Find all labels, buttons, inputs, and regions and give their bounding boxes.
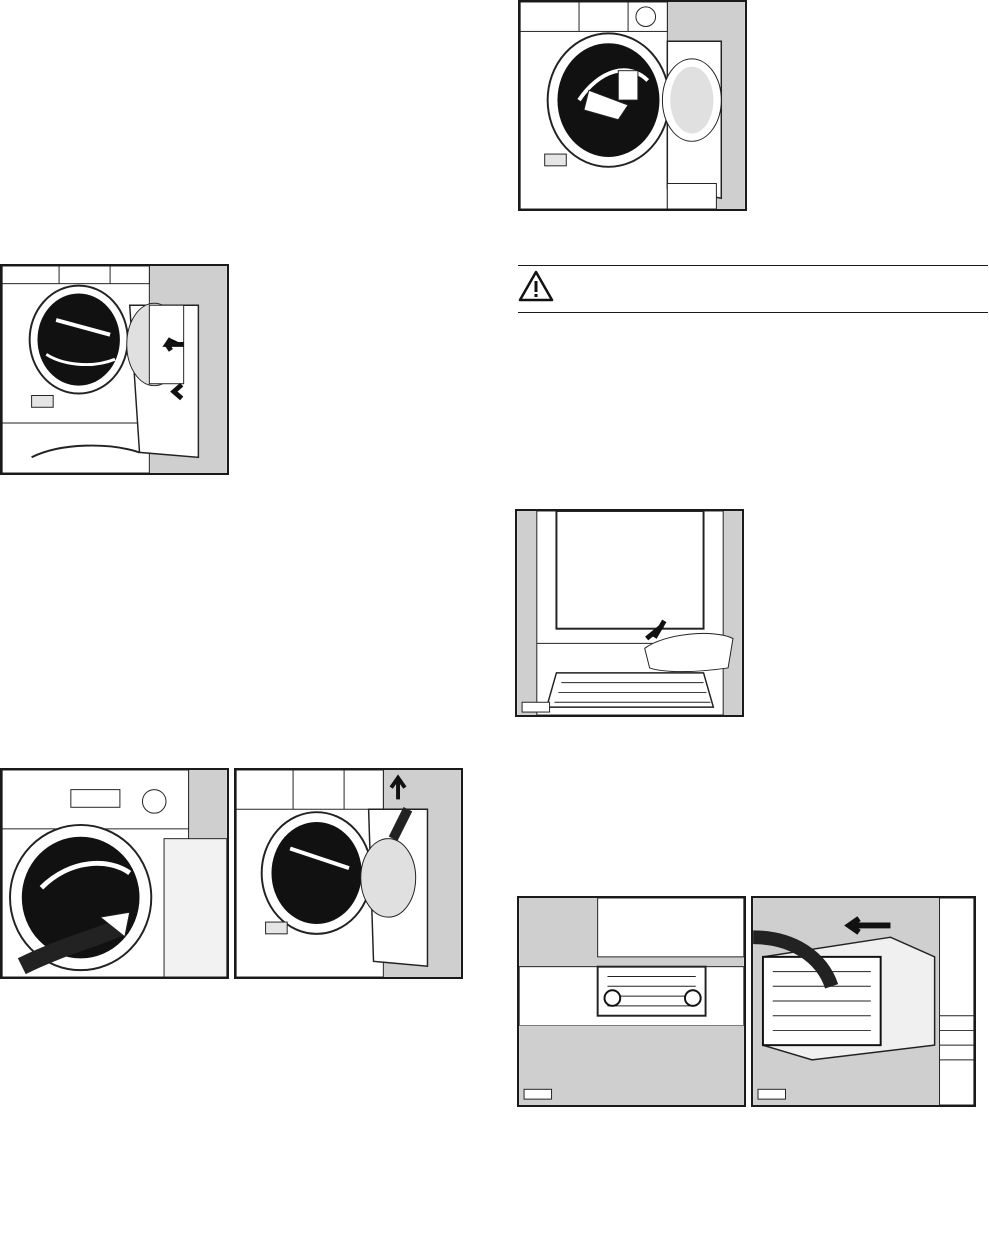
- press-kickplate-hand-icon: [517, 511, 742, 715]
- dryer-door-open-hand-lifting-icon: [520, 2, 745, 209]
- pull-heat-exchanger-icon: [753, 898, 974, 1105]
- lift-condenser-arrow-icon: [236, 770, 461, 977]
- figure-lift-condenser: [234, 768, 463, 979]
- heat-exchanger-levers-icon: [519, 898, 744, 1105]
- wipe-seal-cloth-icon: [2, 770, 227, 977]
- figure-wipe-door-seal: [0, 768, 229, 979]
- figure-heat-exchanger-levers: [517, 896, 746, 1107]
- figure-insert-condenser: [0, 264, 229, 475]
- warning-rule-bottom: [518, 312, 988, 313]
- warning-triangle-icon: [518, 270, 554, 302]
- figure-pull-heat-exchanger: [751, 896, 976, 1107]
- figure-remove-condenser: [518, 0, 747, 211]
- warning-rule-top: [518, 265, 988, 266]
- dryer-door-condenser-arrows-icon: [2, 266, 227, 473]
- figure-open-kickplate: [515, 509, 744, 717]
